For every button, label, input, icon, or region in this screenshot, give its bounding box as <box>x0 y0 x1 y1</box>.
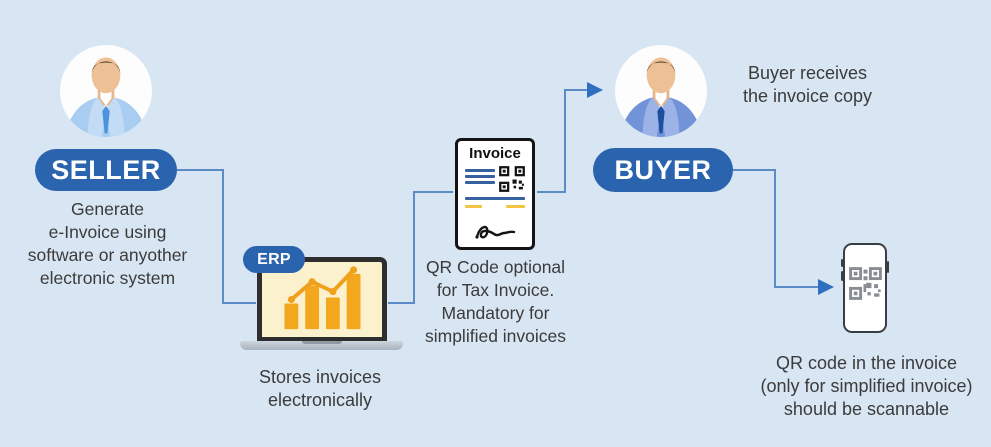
seller-pill: SELLER <box>35 149 177 191</box>
phone-caption: QR code in the invoice (only for simplif… <box>760 353 973 419</box>
buyer-to-phone-arrow <box>733 169 834 295</box>
seller-caption: Generate e-Invoice using software or any… <box>27 199 188 288</box>
invoice-title: Invoice <box>469 145 521 162</box>
seller-to-erp-line <box>177 169 256 304</box>
erp-laptop-screen <box>257 257 387 342</box>
bar-chart-icon <box>284 266 361 330</box>
erp-pill: ERP <box>243 246 305 273</box>
invoice-text-lines <box>465 169 495 184</box>
seller-label: SELLER <box>51 154 161 185</box>
signature-icon <box>475 225 516 239</box>
buyer-label: BUYER <box>614 154 712 185</box>
buyer-pill: BUYER <box>593 148 733 192</box>
seller-avatar <box>60 45 152 137</box>
buyer-avatar <box>615 45 707 137</box>
phone-qr-code-icon <box>849 267 882 300</box>
invoice-document: Invoice <box>455 138 535 250</box>
buyer-note: Buyer receives the invoice copy <box>742 63 873 106</box>
invoice-to-buyer-arrow <box>537 82 603 193</box>
invoice-divider-line <box>465 197 525 200</box>
erp-label: ERP <box>257 250 291 268</box>
phone <box>841 243 889 333</box>
qr-code-icon <box>499 166 525 192</box>
erp-to-invoice-line <box>388 191 453 304</box>
invoice-yellow-dashes <box>465 205 525 208</box>
erp-caption: Stores invoices electronically <box>258 367 382 410</box>
laptop-base <box>240 341 403 350</box>
invoice-caption: QR Code optional for Tax Invoice. Mandat… <box>424 257 567 346</box>
